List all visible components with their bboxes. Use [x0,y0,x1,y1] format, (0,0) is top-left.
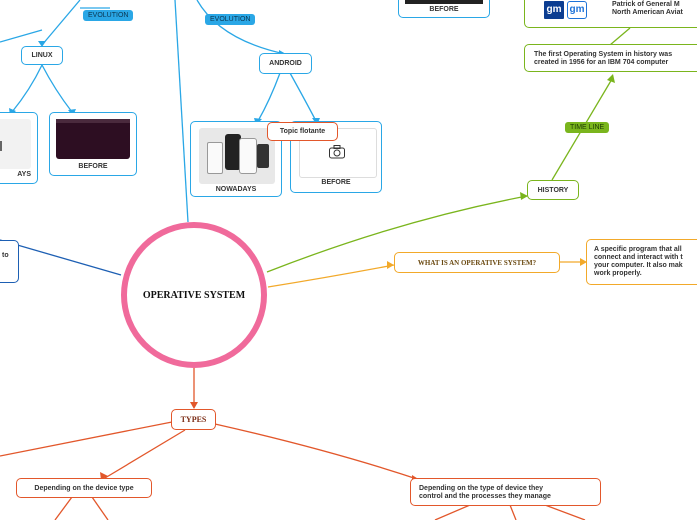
connector-device-child-2 [91,496,109,520]
connector-center-history [266,195,528,273]
device-type-label: Depending on the device type [34,484,134,492]
android-nowadays-card[interactable]: NOWADAYS [190,121,282,197]
definition-node[interactable]: A specific program that all connect and … [586,239,697,285]
central-topic-title: OPERATIVE SYSTEM [142,289,246,301]
arrowhead-definition [580,258,587,266]
definition-line-4: work properly. [594,270,642,277]
phone-1 [207,142,223,174]
timeline-tag: TIME LINE [565,122,610,133]
first-os-line-2: created in 1956 for an IBM 704 computer [534,59,669,66]
connector-control-child-1 [434,504,471,520]
arrowhead-linux [38,41,46,47]
phone-4 [257,144,269,168]
first-os-node[interactable]: The first Operating System in history wa… [524,44,697,72]
what-is-title: WHAT IS AN OPERATIVE SYSTEM? [417,258,537,267]
partner-line-2: North American Aviat [612,9,683,16]
connector-types-device [104,429,186,479]
connector-firstos-logos [609,27,631,46]
definition-line-3: your computer. It also mak [594,262,683,269]
device-type-node[interactable]: Depending on the device type [16,478,152,498]
types-node[interactable]: TYPES [171,409,216,430]
connector-control-child-3 [544,504,586,520]
connector-center-to-top [174,0,189,223]
android-before-label: BEFORE [321,179,351,186]
arrowhead-types [190,402,198,409]
definition-line-1: A specific program that all [594,246,682,253]
camera-icon [329,145,345,159]
top-before-card[interactable]: BEFORE [398,0,490,18]
definition-line-2: connect and interact with t [594,254,683,261]
history-title: HISTORY [537,186,569,194]
top-card-image [405,0,483,4]
connector-control-child-2 [509,504,517,520]
phone-2 [225,134,241,170]
linux-evolution-tag: EVOLUTION [83,10,134,21]
connector-android-nowadays [257,72,281,122]
top-card-before-label: BEFORE [429,6,459,13]
what-is-node[interactable]: WHAT IS AN OPERATIVE SYSTEM? [394,252,560,273]
first-os-line-1: The first Operating System in history wa… [534,51,673,58]
types-title: TYPES [180,415,207,424]
linux-before-card[interactable]: BEFORE [49,112,137,176]
gm-logos-card[interactable]: gm gm Patrick of General M North America… [524,0,697,28]
connector-linux-left-card [11,64,43,113]
floating-topic-label: Topic flotante [279,128,326,135]
arrowhead-history [520,192,528,200]
connector-center-left [0,239,122,276]
connector-android-before [289,72,317,122]
control-type-line-2: control and the processes they manage [419,493,551,500]
linux-nowadays-label: AYS [17,171,31,178]
control-type-line-1: Depending on the type of device they [419,485,544,492]
linux-title: LINUX [31,52,53,59]
phone-3 [239,138,257,174]
android-nowadays-image [199,128,275,184]
linux-before-image [56,119,130,159]
connector-center-whatis [267,264,395,288]
connector-types-control [214,423,421,481]
gm-logo-1: gm [544,1,564,19]
connector-left-edge [0,29,43,43]
control-type-node[interactable]: Depending on the type of device they con… [410,478,601,506]
android-before-image-placeholder [299,128,377,178]
left-partial-text: to [2,252,9,259]
connector-device-child-1 [54,496,73,520]
connector-top-to-android [196,0,286,55]
linux-nowadays-bar [0,141,2,151]
arrowhead-firstos [607,74,615,83]
floating-topic[interactable]: Topic flotante [267,122,338,141]
android-evolution-tag: EVOLUTION [205,14,256,25]
linux-before-label: BEFORE [78,163,108,170]
connector-top-to-linux [41,0,81,46]
gm-logo-2: gm [567,1,587,19]
linux-node[interactable]: LINUX [21,46,63,65]
linux-nowadays-card[interactable]: AYS [0,112,38,184]
left-partial-node[interactable]: to [0,240,19,283]
central-topic[interactable]: OPERATIVE SYSTEM [121,222,267,368]
arrowhead-whatis [387,261,394,269]
connector-types-left-edge [0,421,173,457]
connector-linux-before [41,64,73,113]
linux-nowadays-image [0,119,31,169]
android-node[interactable]: ANDROID [259,53,312,74]
android-nowadays-label: NOWADAYS [215,186,257,193]
partner-line-1: Patrick of General M [612,1,680,8]
android-title: ANDROID [269,60,302,67]
linux-before-image-bar [56,119,130,123]
history-node[interactable]: HISTORY [527,180,579,200]
